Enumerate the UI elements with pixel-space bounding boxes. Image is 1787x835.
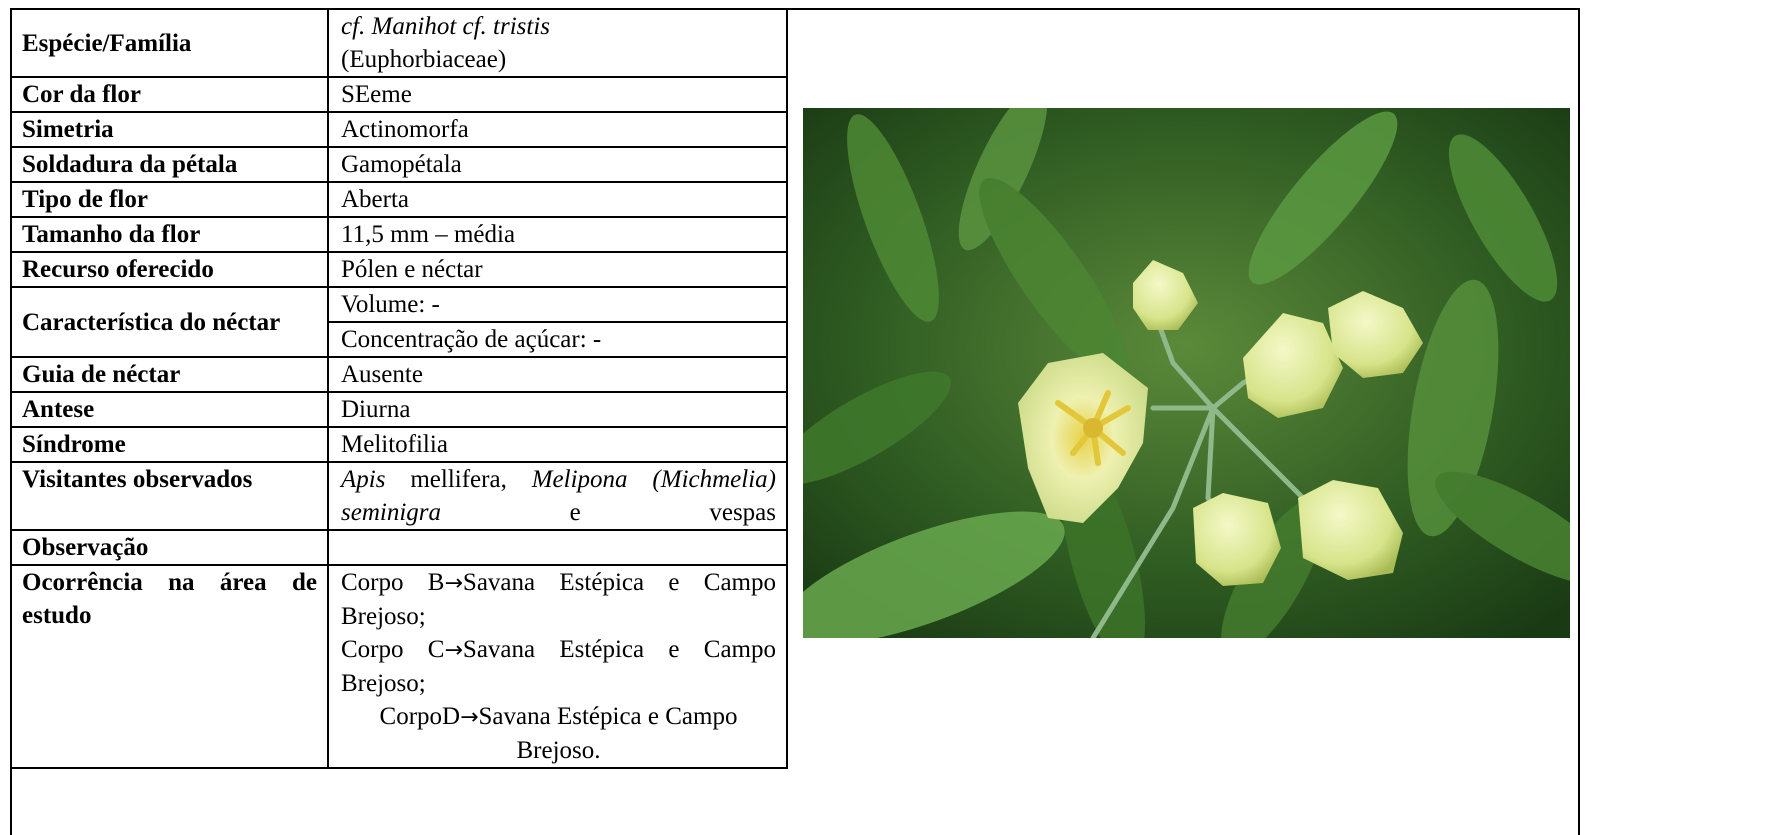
occurrence-body: Corpo C	[341, 636, 445, 663]
arrow-icon: →	[460, 705, 479, 730]
row-label: Guia de néctar	[10, 356, 329, 393]
table-row: Espécie/Família cf. Manihot cf. tristis …	[10, 8, 788, 78]
occurrence-line: Corpo C→Savana Estépica e Campo Brejoso;	[341, 633, 776, 700]
table-row: Síndrome Melitofilia	[10, 426, 788, 463]
occurrence-value: Corpo B→Savana Estépica e Campo Brejoso;…	[327, 564, 788, 769]
table-row: Soldadura da pétala Gamopétala	[10, 146, 788, 183]
table-row: Tamanho da flor 11,5 mm – média	[10, 216, 788, 253]
observation-label: Observação	[10, 529, 329, 566]
row-value: Aberta	[327, 181, 788, 218]
visitors-label: Visitantes observados	[10, 461, 329, 531]
nectar-concentration: Concentração de açúcar: -	[328, 321, 788, 358]
visitors-genus-2: Melipona (Michmelia) seminigra	[341, 466, 776, 526]
visitors-text-1: mellifera,	[385, 466, 532, 493]
table-row: Observação	[10, 529, 788, 566]
arrow-icon: →	[444, 638, 463, 663]
table-row: Recurso oferecido Pólen e néctar	[10, 251, 788, 288]
table-row: Concentração de açúcar: -	[10, 321, 788, 358]
table-row: Antese Diurna	[10, 391, 788, 428]
row-value: Actinomorfa	[327, 111, 788, 148]
occurrence-vegetation: Savana Estépica e Campo Brejoso;	[341, 636, 776, 697]
observation-value	[327, 529, 788, 566]
visitors-value: Apis mellifera, Melipona (Michmelia) sem…	[327, 461, 788, 531]
row-value: Melitofilia	[327, 426, 788, 463]
occurrence-body: Corpo B	[341, 569, 445, 596]
row-label: Cor da flor	[10, 76, 329, 113]
occurrence-vegetation: Savana Estépica e Campo Brejoso;	[341, 569, 776, 630]
row-value: Ausente	[327, 356, 788, 393]
row-value: Diurna	[327, 391, 788, 428]
row-label: Síndrome	[10, 426, 329, 463]
row-label: Recurso oferecido	[10, 251, 329, 288]
visitors-text-2: e vespas	[441, 499, 776, 526]
table-row: Ocorrência na área de estudo Corpo B→Sav…	[10, 564, 788, 769]
occurrence-vegetation: Savana Estépica e Campo Brejoso.	[478, 703, 738, 764]
species-value: cf. Manihot cf. tristis (Euphorbiaceae)	[327, 8, 788, 78]
row-label: Tipo de flor	[10, 181, 329, 218]
nectar-volume: Volume: -	[327, 286, 788, 323]
row-value: 11,5 mm – média	[327, 216, 788, 253]
occurrence-line: CorpoD→Savana Estépica e Campo Brejoso.	[341, 700, 776, 766]
row-value: Pólen e néctar	[327, 251, 788, 288]
occurrence-line: Corpo B→Savana Estépica e Campo Brejoso;	[341, 567, 776, 633]
row-label: Antese	[10, 391, 329, 428]
nectar-label: Característica do néctar	[10, 286, 329, 358]
table-row: Cor da flor SEeme	[10, 76, 788, 113]
species-data-table: Espécie/Família cf. Manihot cf. tristis …	[10, 8, 788, 769]
table-row: Tipo de flor Aberta	[10, 181, 788, 218]
table-row: Guia de néctar Ausente	[10, 356, 788, 393]
species-family: (Euphorbiaceae)	[341, 46, 507, 73]
table-row: Simetria Actinomorfa	[10, 111, 788, 148]
species-name: cf. Manihot cf. tristis	[341, 13, 551, 40]
occurrence-label: Ocorrência na área de estudo	[10, 564, 329, 769]
table-row: Característica do néctar Volume: -	[10, 286, 788, 358]
row-value: SEeme	[327, 76, 788, 113]
occurrence-body: CorpoD	[379, 703, 461, 730]
row-value: Gamopétala	[327, 146, 788, 183]
arrow-icon: →	[444, 571, 463, 596]
flower-photo	[803, 108, 1570, 638]
row-label: Soldadura da pétala	[10, 146, 329, 183]
row-label: Simetria	[10, 111, 329, 148]
row-label: Tamanho da flor	[10, 216, 329, 253]
visitors-genus-1: Apis	[341, 466, 386, 493]
species-label: Espécie/Família	[10, 8, 329, 78]
table-row: Visitantes observados Apis mellifera, Me…	[10, 461, 788, 531]
